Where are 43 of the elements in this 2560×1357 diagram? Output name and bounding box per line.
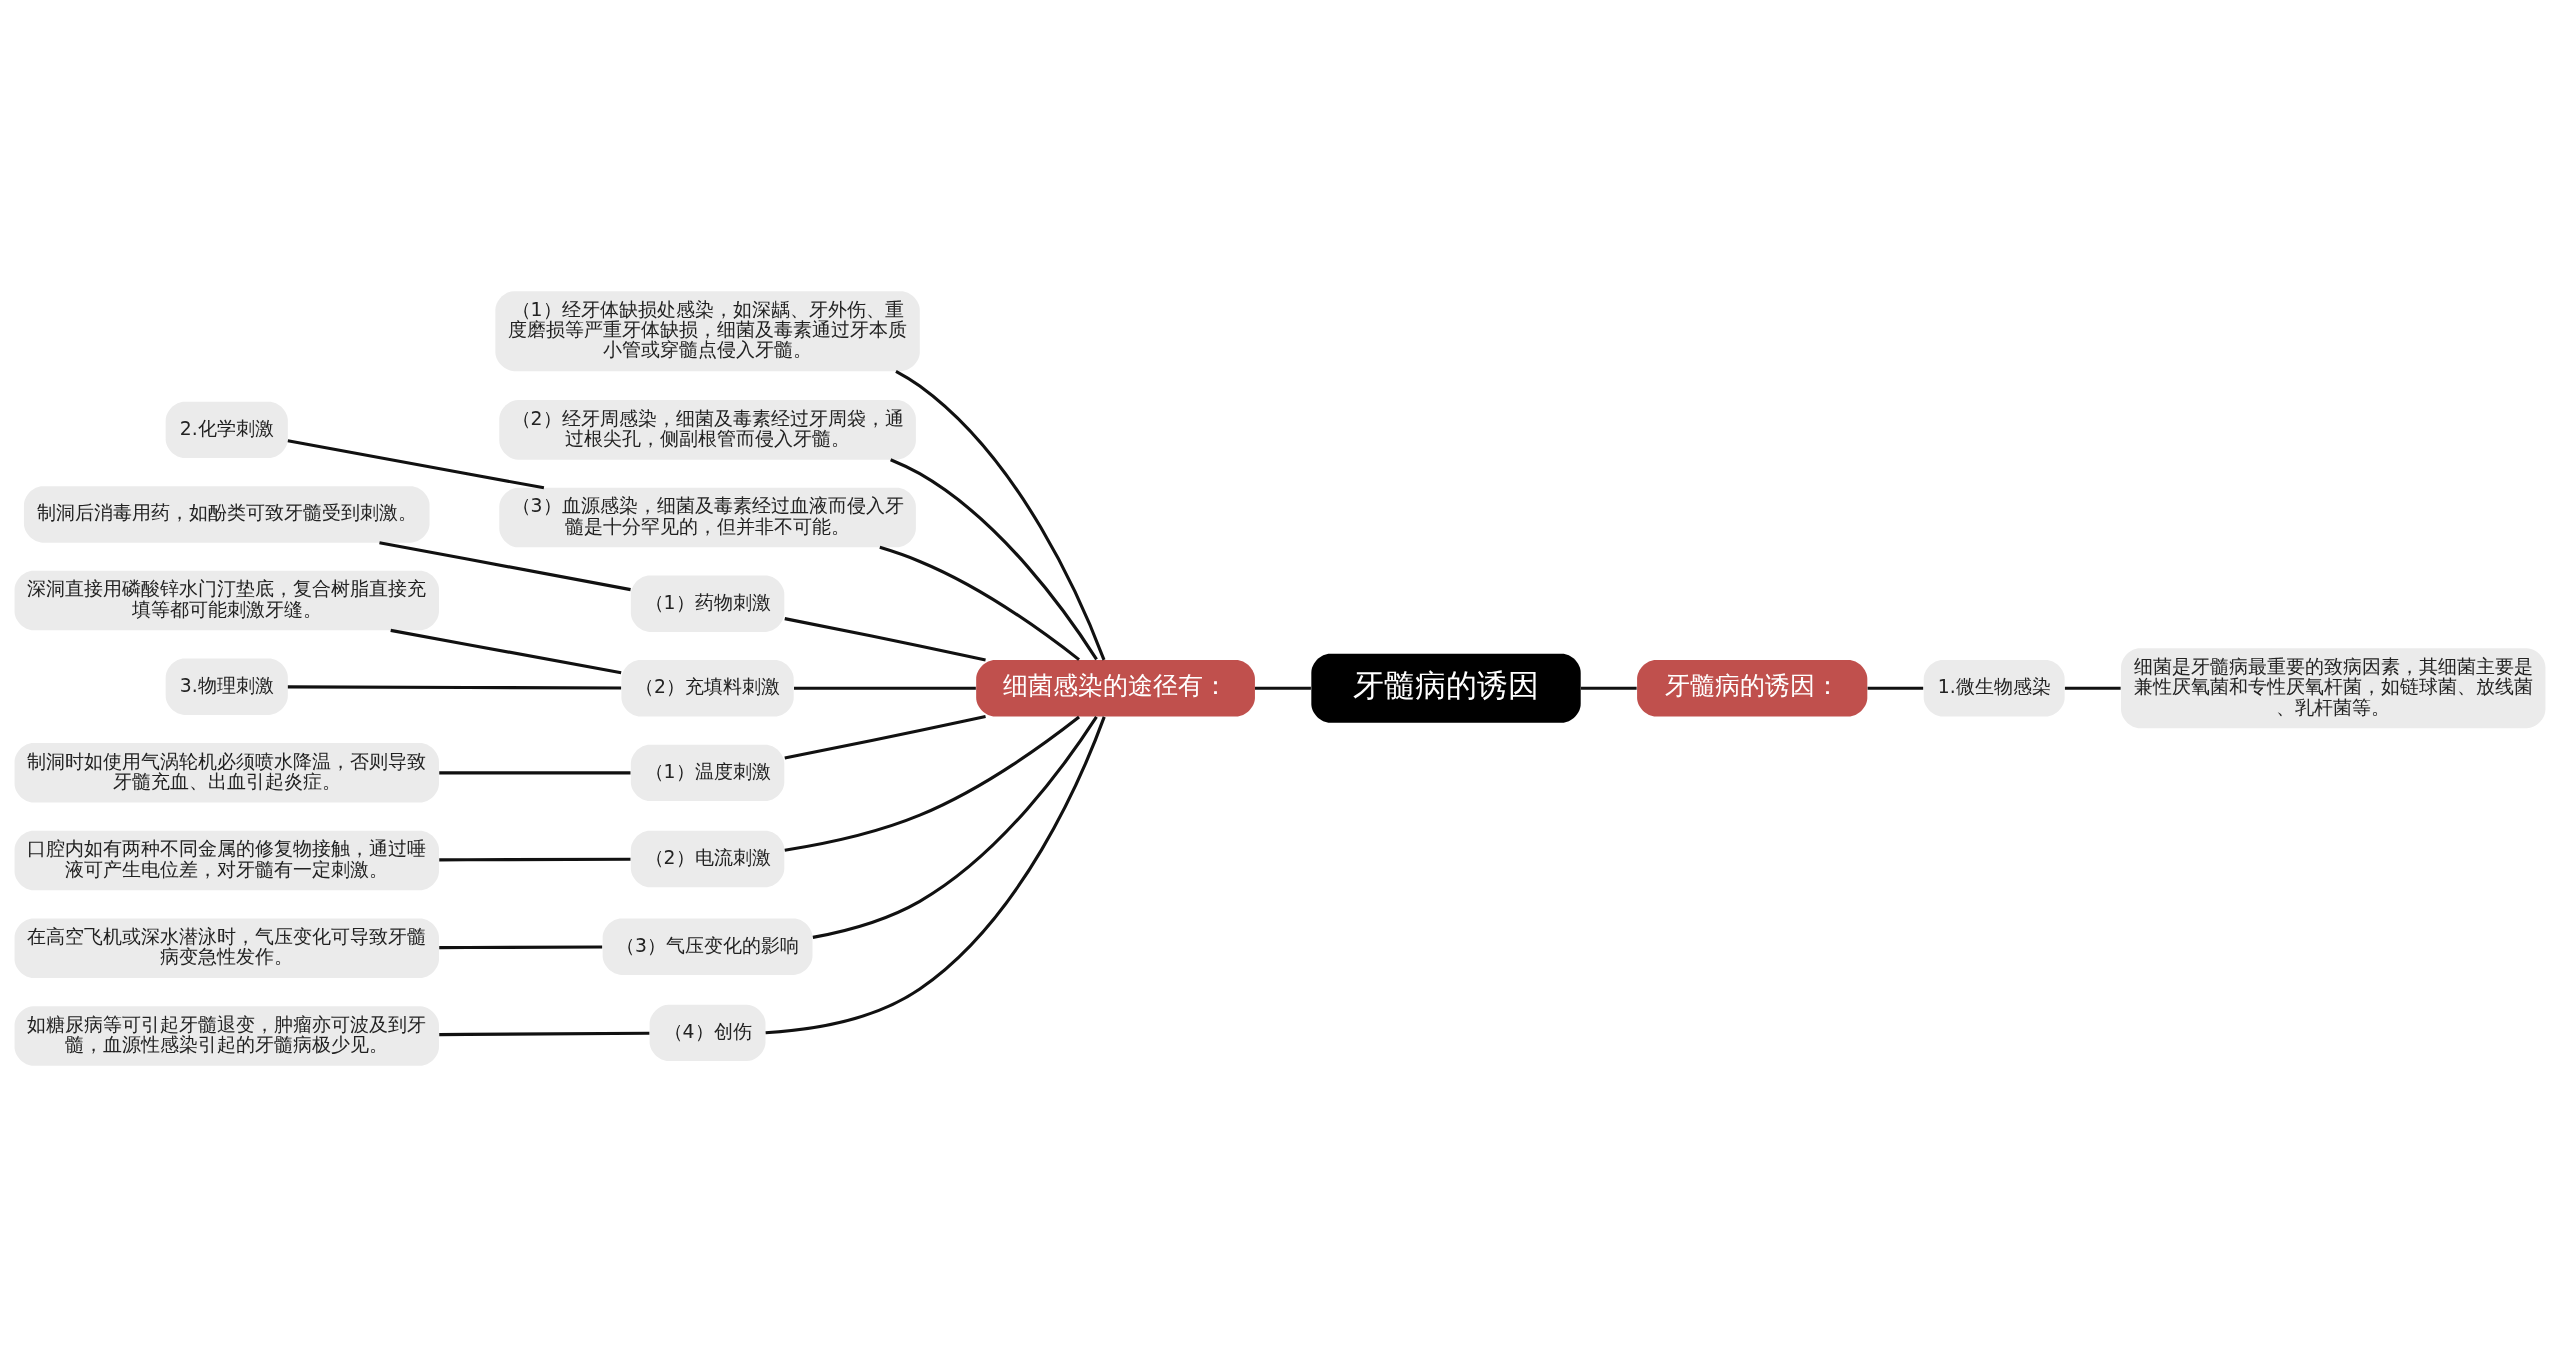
connector [439,1031,650,1037]
connector [784,715,1080,852]
node-box: 在高空飞机或深水潜泳时，气压变化可导致牙髓病变急性发作。 [14,918,439,979]
node-box: （1）温度刺激 [630,744,785,802]
node-box: （1）药物刺激 [630,575,785,632]
connector [784,617,986,662]
node-box: （3）气压变化的影响 [602,918,813,975]
connector [439,945,603,950]
node-box: 制洞时如使用气涡轮机必须喷水降温，否则导致牙髓充血、出血引起炎症。 [14,743,439,803]
node-box: （2）电流刺激 [630,830,785,888]
node-box: 牙髓病的诱因： [1637,660,1868,717]
node-box: （4）创伤 [649,1004,766,1062]
connector [287,685,622,690]
node-box: 如糖尿病等可引起牙髓退变，肿瘤亦可波及到牙髓，血源性感染引起的牙髓病极少见。 [14,1006,439,1066]
connector [1255,686,1311,690]
connector [879,545,1080,661]
node-box: 深洞直接用磷酸锌水门汀垫底，复合树脂直接充填等都可能刺激牙缝。 [14,570,439,631]
node-box: 细菌是牙髓病最重要的致病因素，其细菌主要是兼性厌氧菌和专性厌氧杆菌，如链球菌、放线菌、乳杆菌等。 [2121,648,2546,729]
connector [784,715,986,760]
node-box: 制洞后消毒用药，如酚类可致牙髓受到刺激。 [23,486,430,543]
node-box: （3）血源感染，细菌及毒素经过血液而侵入牙髓是十分罕见的，但并非不可能。 [499,487,916,548]
connector [439,857,631,862]
connector [794,686,976,690]
node-box: 口腔内如有两种不同金属的修复物接触，通过唾液可产生电位差，对牙髓有一定刺激。 [14,830,439,891]
connector [895,369,1106,661]
connector [812,716,1098,939]
connector [287,439,545,490]
connector [2064,686,2121,690]
node-box: 3.物理刺激 [165,658,288,715]
connector [379,541,631,592]
node-box: 细菌感染的途径有： [976,660,1255,717]
connector [765,716,1106,1035]
node-box: 1.微生物感染 [1923,660,2065,717]
node-box: （2）充填料刺激 [621,660,794,717]
connector [1867,686,1924,690]
connector [890,458,1098,661]
connector [1580,686,1637,690]
connector [390,628,622,675]
connector [439,771,631,775]
node-box: 牙髓病的诱因 [1311,653,1581,723]
node-box: （1）经牙体缺损处感染，如深龋、牙外伤、重度磨损等严重牙体缺损，细菌及毒素通过牙本质小管或穿髓点侵入牙髓。 [495,291,920,372]
node-box: 2.化学刺激 [165,401,288,459]
node-box: （2）经牙周感染，细菌及毒素经过牙周袋，通过根尖孔，侧副根管而侵入牙髓。 [499,400,916,460]
